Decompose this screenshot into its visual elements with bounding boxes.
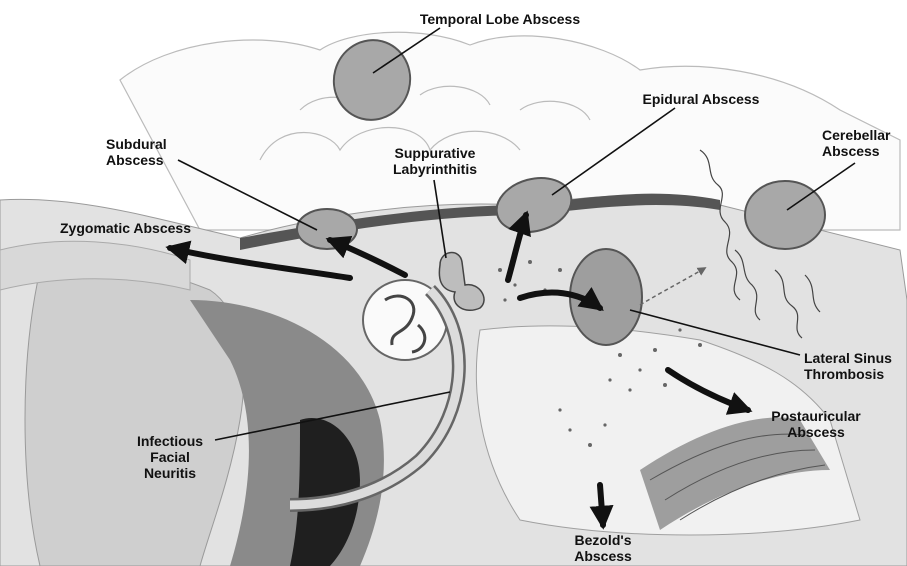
label-subdural-abscess: Subdural Abscess: [106, 136, 196, 168]
label-cerebellar-abscess: Cerebellar Abscess: [822, 127, 907, 159]
label-infectious-facial-neuritis: Infectious Facial Neuritis: [120, 433, 220, 481]
label-epidural-abscess: Epidural Abscess: [626, 91, 776, 107]
bezolds-arrow: [600, 485, 603, 525]
label-bezolds-abscess: Bezold's Abscess: [558, 532, 648, 564]
label-temporal-lobe-abscess: Temporal Lobe Abscess: [400, 11, 600, 27]
label-zygomatic-abscess: Zygomatic Abscess: [60, 220, 230, 236]
label-postauricular-abscess: Postauricular Abscess: [756, 408, 876, 440]
label-suppurative-labyrinthitis: Suppurative Labyrinthitis: [380, 145, 490, 177]
label-lateral-sinus-thrombosis: Lateral Sinus Thrombosis: [804, 350, 907, 382]
subdural-abscess-oval: [297, 209, 357, 249]
